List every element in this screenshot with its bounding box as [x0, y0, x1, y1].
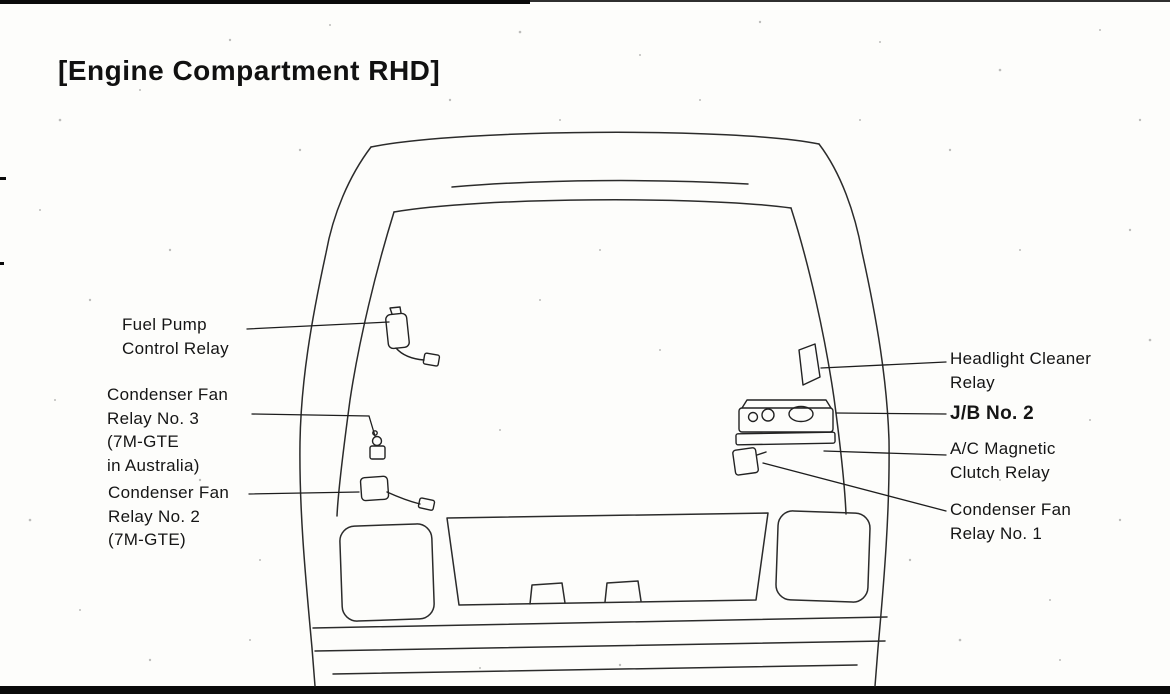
label-condenser-fan-relay-3: Condenser Fan Relay No. 3 (7M-GTE in Aus…: [107, 385, 229, 475]
leader-condenser-fan-3: [251, 413, 376, 437]
car-body-outline: [299, 131, 890, 687]
leader-lines: [246, 321, 947, 512]
leader-fuel-pump: [246, 321, 390, 330]
condenser-fan-relay-2-shape: [359, 475, 436, 511]
label-ac-magnetic-clutch-relay: A/C Magnetic Clutch Relay: [950, 439, 1056, 482]
label-headlight-cleaner-relay: Headlight Cleaner Relay: [950, 349, 1092, 392]
label-condenser-fan-relay-1: Condenser Fan Relay No. 1: [950, 500, 1072, 543]
leader-condenser-fan-1: [762, 462, 947, 512]
headlight-cleaner-relay-shape: [798, 343, 821, 386]
label-jb-no-2: J/B No. 2: [950, 403, 1034, 424]
leader-condenser-fan-2: [248, 491, 360, 495]
jb-no-2-shape: [735, 399, 836, 446]
fuel-pump-relay-shape: [385, 306, 441, 367]
label-fuel-pump-control-relay: Fuel Pump Control Relay: [122, 315, 229, 358]
leader-headlight-cleaner: [820, 361, 947, 369]
leader-jb-no-2: [835, 412, 947, 415]
condenser-fan-relay-3-shape: [369, 430, 386, 460]
leader-ac-magnetic-clutch: [823, 450, 947, 456]
ac-clutch-and-condenser-fan-1-relay-shape: [732, 447, 767, 476]
scan-noise: [28, 20, 1152, 669]
page-title: [Engine Compartment RHD]: [58, 55, 441, 86]
label-condenser-fan-relay-2: Condenser Fan Relay No. 2 (7M-GTE): [108, 483, 230, 549]
